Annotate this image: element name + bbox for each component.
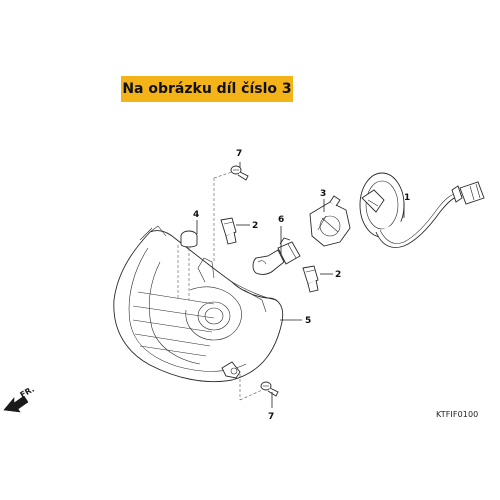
callout-5: 5 [305,316,311,326]
callout-6: 6 [278,215,284,225]
callout-1: 1 [404,193,410,203]
rubber-grommet [180,230,198,248]
callout-3: 3 [320,189,326,199]
clip-nut-lower [302,265,319,293]
screw-lower [260,381,279,397]
front-direction-arrow-icon [3,395,29,413]
leader-lines [196,162,405,408]
headlight-bulb [252,237,301,275]
callout-2-lower: 2 [335,270,341,280]
clip-nut-upper [220,217,237,245]
diagram-code: KTFIF0100 [436,410,479,419]
headlight-unit [113,225,284,383]
front-direction-label: FR. [19,385,36,400]
front-direction-indicator: FR. [3,385,36,413]
callout-4: 4 [193,210,199,220]
bulb-socket-cover [309,195,351,247]
callout-7-lower: 7 [268,412,274,422]
callout-labels: 7 4 2 6 3 1 2 5 7 [193,149,410,422]
callout-2-upper: 2 [252,221,258,231]
assembly-lines [177,171,263,401]
part-number-banner: Na obrázku díl číslo 3 [121,76,293,102]
screw-upper [230,165,249,181]
banner-text: Na obrázku díl číslo 3 [122,81,292,97]
callout-7-upper: 7 [236,149,242,159]
wire-harness-assembly [359,172,485,248]
